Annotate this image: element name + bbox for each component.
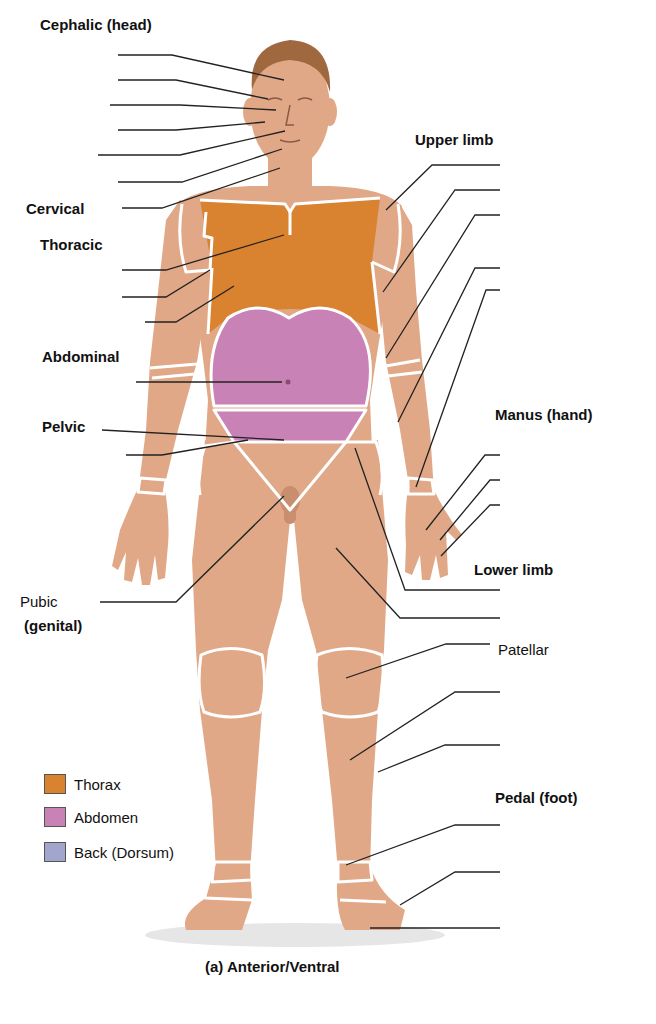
region-label: Patellar [498, 641, 549, 659]
region-boundaries-part [198, 442, 234, 495]
region-boundaries-part [346, 442, 382, 495]
region-label: Pelvic [42, 418, 85, 436]
legend-swatch [44, 774, 66, 794]
body-silhouette-part [405, 488, 462, 580]
leader-lines-part [100, 496, 284, 602]
face-features-part [268, 98, 282, 100]
region-boundaries-part [386, 360, 420, 366]
legend-text: Abdomen [74, 809, 138, 826]
region-boundaries-part [152, 374, 195, 378]
region-label: (genital) [24, 617, 82, 635]
region-label: Pubic [20, 593, 58, 611]
region-label: Manus (hand) [495, 406, 593, 424]
region-boundaries-part [200, 198, 380, 212]
body-silhouette-part [323, 98, 337, 126]
body-regions [200, 198, 380, 442]
legend-text: Back (Dorsum) [74, 844, 174, 861]
region-boundaries [138, 198, 434, 902]
legend-text: Thorax [74, 776, 121, 793]
region-boundaries-part [205, 898, 252, 900]
genitals [280, 486, 300, 524]
leader-lines-part [426, 455, 500, 530]
leader-lines-part [102, 430, 284, 440]
leader-lines-part [118, 55, 284, 80]
region-boundaries-part [388, 372, 422, 376]
leader-lines-part [98, 131, 285, 155]
region-label: Pedal (foot) [495, 789, 578, 807]
leader-lines-part [346, 825, 500, 865]
body-silhouette-part [112, 488, 169, 585]
leader-lines-part [398, 268, 500, 422]
figure-caption: (a) Anterior/Ventral [205, 958, 339, 975]
region-boundaries-part [211, 308, 370, 406]
leader-lines-part [118, 80, 268, 99]
body-silhouette-part [185, 866, 252, 930]
region-label: Lower limb [474, 561, 553, 579]
body-silhouette [112, 48, 462, 930]
leader-lines-part [350, 692, 500, 760]
region-label: Cervical [26, 200, 84, 218]
region-boundaries-part [234, 442, 346, 510]
face-features-part [286, 105, 294, 125]
legend-entry: Thorax [44, 774, 121, 794]
region-boundaries-part [315, 649, 383, 718]
leader-lines-part [378, 745, 500, 772]
legend-entry: Abdomen [44, 807, 138, 827]
region-boundaries-part [408, 478, 434, 494]
leader-lines-part [118, 149, 282, 182]
body-silhouette-part [243, 98, 257, 126]
face-features-part [298, 98, 312, 100]
region-boundaries-part [372, 262, 380, 334]
leader-lines [98, 55, 500, 928]
region-boundaries-part [372, 204, 400, 272]
leader-lines-part [122, 168, 280, 208]
leader-lines-part [383, 190, 500, 292]
leader-lines-part [441, 505, 500, 556]
body-silhouette-part [292, 440, 388, 872]
body-silhouette-part [378, 204, 434, 492]
region-label: Thoracic [40, 236, 103, 254]
region-label: Cephalic (head) [40, 16, 152, 34]
body-silhouette-part [138, 200, 207, 492]
leader-lines-part [110, 105, 276, 110]
legend-swatch [44, 807, 66, 827]
leader-lines-part [346, 644, 490, 678]
leader-lines-part [126, 440, 248, 455]
leader-lines-part [440, 480, 500, 540]
leader-lines-part [118, 122, 265, 130]
region-boundaries-part [338, 862, 372, 882]
body-regions-part [200, 198, 380, 334]
body-silhouette-part [192, 440, 292, 872]
face-features-part [280, 140, 300, 142]
face-features [268, 98, 312, 142]
leader-lines-part [386, 215, 500, 358]
region-boundaries-part [340, 900, 386, 902]
navel [286, 380, 291, 385]
leader-lines-part [336, 548, 500, 618]
body-regions-part [211, 308, 370, 406]
legend-swatch [44, 842, 66, 862]
leader-lines-part [400, 872, 500, 905]
leader-lines-part [122, 270, 210, 297]
region-boundaries-part [199, 649, 264, 718]
leader-lines-part [386, 165, 500, 210]
region-label: Abdominal [42, 348, 120, 366]
region-boundaries-part [150, 364, 197, 368]
region-label: Upper limb [415, 131, 493, 149]
leader-lines-part [136, 381, 282, 382]
region-boundaries-part [212, 862, 252, 882]
leader-lines-part [370, 927, 500, 928]
hair [252, 40, 330, 92]
region-boundaries-part [289, 212, 292, 235]
leader-lines-part [145, 286, 234, 322]
legend-entry: Back (Dorsum) [44, 842, 174, 862]
leader-lines-part [416, 290, 500, 487]
leader-lines-part [122, 235, 284, 270]
region-boundaries-part [138, 478, 166, 494]
